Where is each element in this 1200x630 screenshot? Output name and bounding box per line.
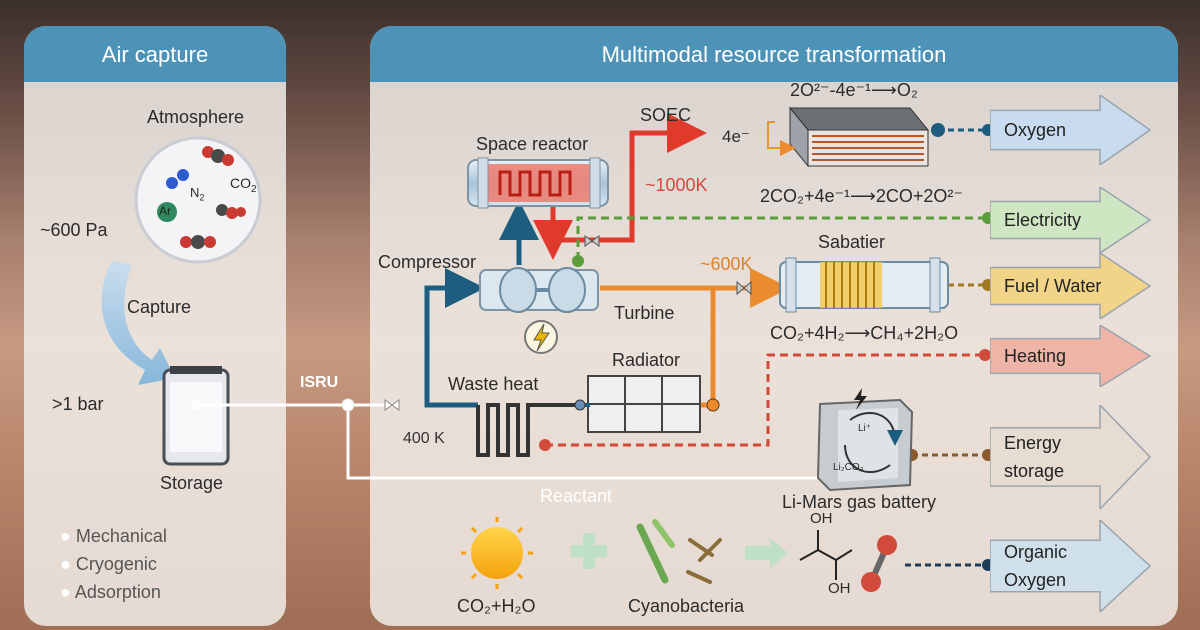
generator-lightning-icon [524,320,558,354]
air-capture-title: Air capture [101,42,209,67]
space-reactor-label: Space reactor [476,134,589,154]
temp-high-label: ~1000K [645,175,708,195]
soec-electron-label: 4e⁻ [722,127,750,146]
plus-icon [571,533,607,569]
output-arrow-fuel-water: Fuel / Water [989,251,1152,321]
battery-label: Li-Mars gas battery [782,492,937,512]
low-pressure-label: ~600 Pa [40,220,108,240]
cyanobacteria-icon [636,519,722,584]
electricity-dashed-line [576,216,985,260]
ar-label: Ar [159,204,171,218]
radiator-label: Radiator [612,350,681,370]
output-label-fuel-water: Fuel / Water [1004,276,1102,296]
radiator-icon [587,375,701,433]
waste-heat-label: Waste heat [448,374,539,394]
bio-arrow [745,538,788,568]
temp-mid-label: ~600K [700,254,753,274]
capture-label: Capture [127,297,192,317]
output-label-heating: Heating [1004,346,1067,366]
space-reactor-icon [467,157,609,209]
output-label-electricity: Electricity [1004,210,1082,230]
isru-label: ISRU [300,374,339,391]
soec-label: SOEC [640,105,692,125]
n2-label: N2 [190,185,205,203]
resource-transformation-header: Multimodal resource transformation [370,26,1178,82]
storage-label: Storage [160,473,224,493]
sabatier-label: Sabatier [818,232,886,252]
output-arrow-organic-oxygen: Organic Oxygen [989,518,1152,614]
output-arrow-heating: Heating [989,323,1152,389]
resource-transformation-title: Multimodal resource transformation [601,42,947,67]
co2-molecule-icon [216,204,246,219]
air-capture-header: Air capture [24,26,286,82]
air-capture-panel: Air capture [24,26,286,626]
warm-to-radiator [700,288,716,408]
valve-icon [384,399,400,411]
co2-label: CO2 [230,175,257,195]
hot-to-soec [553,113,707,243]
atmosphere-label: Atmosphere [147,107,245,127]
list-item: ● Adsorption [60,582,161,602]
compressor-turbine-icon [479,267,599,313]
bio-inputs-label: CO₂+H₂O [457,596,536,616]
cyanobacteria-label: Cyanobacteria [628,596,745,616]
cold-loop [424,268,485,408]
soec-stack-icon [788,106,930,168]
sabatier-equation: CO₂+4H₂⟶CH₄+2H₂O [770,323,959,343]
n2-molecule-icon [166,177,178,189]
valve-icon [584,235,600,247]
isru-lines [196,403,822,480]
capture-arrow [101,260,175,385]
oxygen-molecule-icon [861,535,897,592]
battery-li-label: Li⁺ [858,423,872,434]
oh-top-label: OH [810,510,833,527]
diol-molecule-icon [799,530,853,580]
output-label-organic-oxygen: Organic Oxygen [1004,542,1068,590]
waste-heat-coil [476,403,578,457]
co2-molecule-icon [202,146,234,166]
output-arrow-electricity: Electricity [989,185,1152,255]
atmosphere-sphere [134,136,262,264]
soec-bottom-equation: 2CO₂+4e⁻¹⟶2CO+2O²⁻ [760,186,963,206]
list-item: ● Cryogenic [60,554,157,574]
valve-icon [736,280,752,296]
heating-dashed-line [545,353,980,447]
temp-low-label: 400 K [403,430,445,447]
battery-li2co3-label: Li₂CO₃ [833,462,864,473]
soec-top-equation: 2O²⁻-4e⁻¹⟶O₂ [790,80,918,100]
output-arrow-energy-storage: Energy storage [989,403,1152,511]
output-label-oxygen: Oxygen [1004,120,1067,140]
output-arrow-oxygen: Oxygen [989,93,1152,167]
electron-bracket [767,121,796,156]
co2-molecule-icon [180,235,216,249]
sun-icon [461,517,533,589]
sabatier-reactor-icon [779,257,949,313]
output-label-energy-storage: Energy storage [1004,433,1065,481]
turbine-label: Turbine [614,303,675,323]
reactant-label: Reactant [540,486,613,506]
high-pressure-label: >1 bar [52,394,104,414]
oh-bottom-label: OH [828,580,851,597]
list-item: ● Mechanical [60,526,167,546]
li-mars-battery-icon [816,388,914,492]
storage-tank-icon [162,366,230,466]
compressor-label: Compressor [378,252,477,272]
capture-methods-list: ● Mechanical ● Cryogenic ● Adsorption [60,522,167,606]
ar-atom-icon [157,202,177,222]
